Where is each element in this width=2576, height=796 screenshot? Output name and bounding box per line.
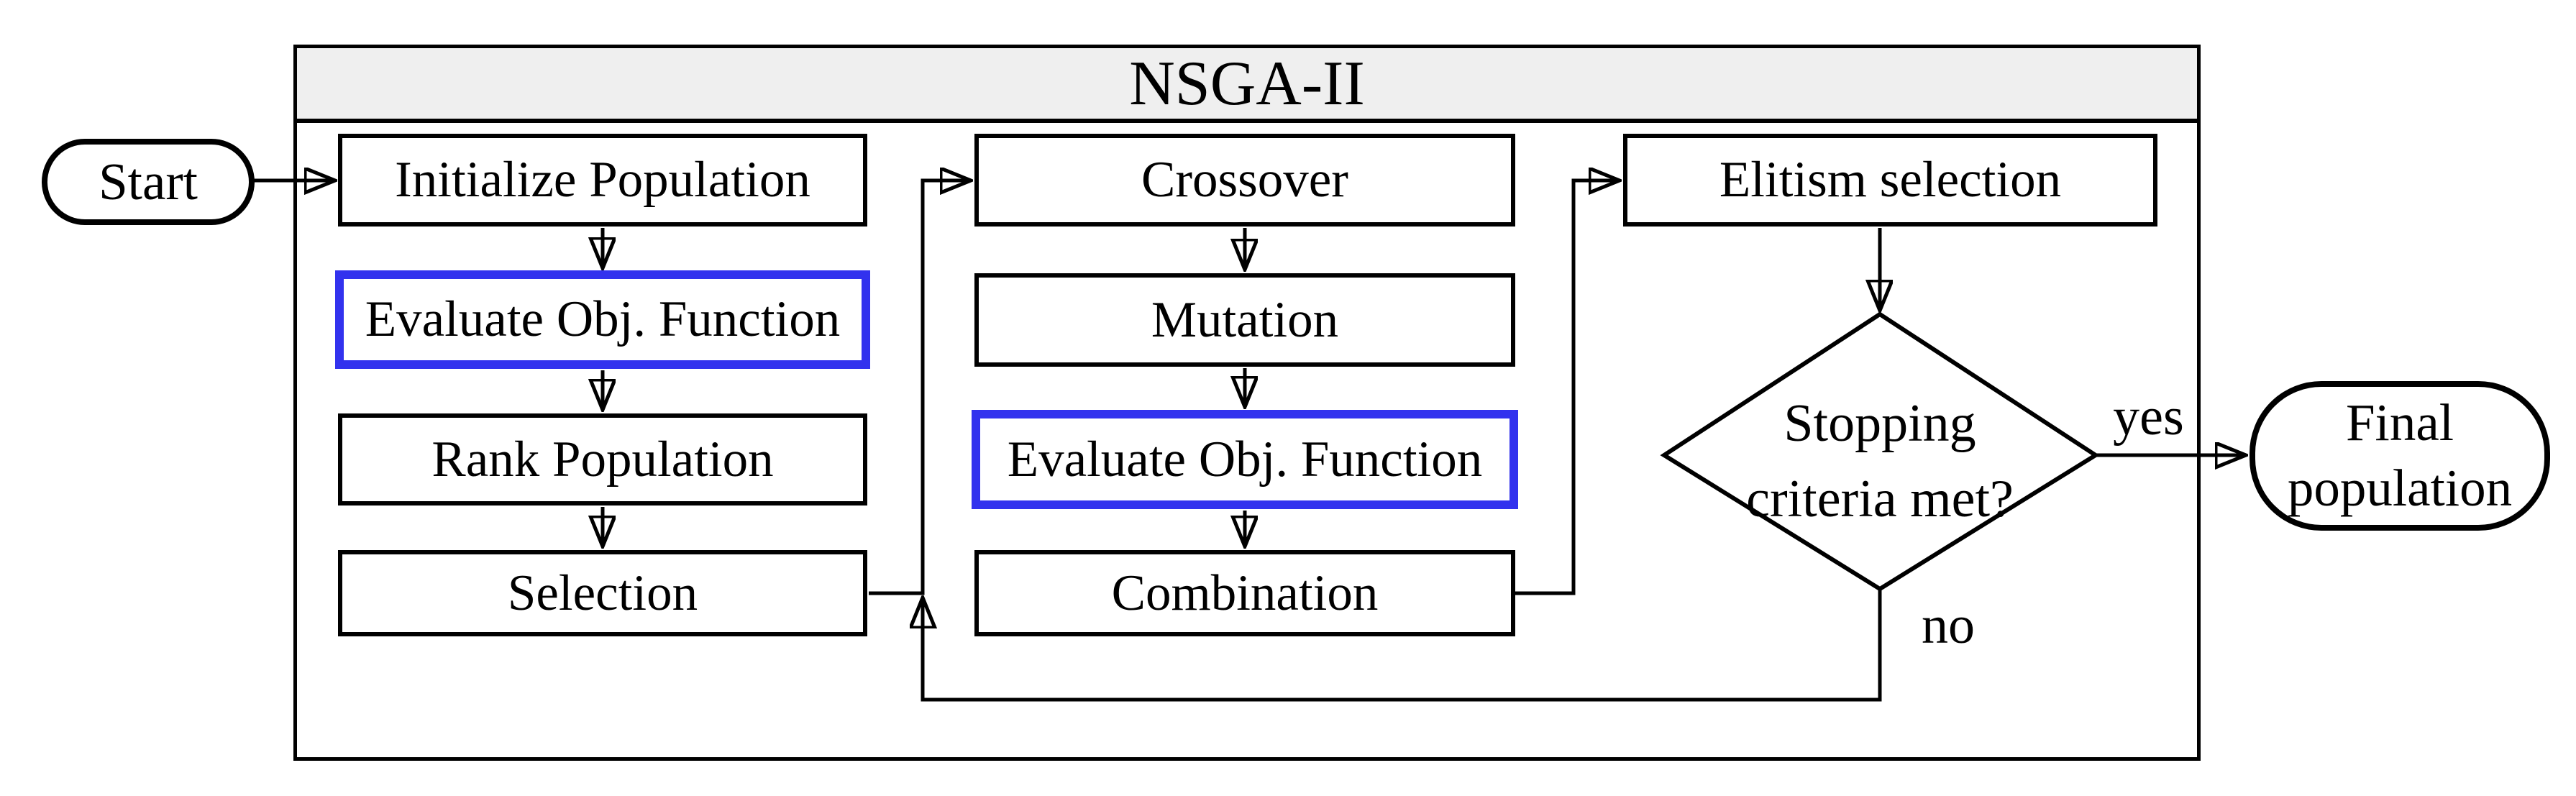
- decision-label-line2: criteria met?: [1746, 470, 2014, 529]
- node-combination: Combination: [974, 550, 1515, 636]
- final-label-line1: Final: [2345, 393, 2454, 452]
- node-evaluate-obj-function-1: Evaluate Obj. Function: [335, 270, 870, 369]
- node-mutation-label: Mutation: [1151, 291, 1339, 348]
- final-population-terminal: Final population: [2250, 381, 2550, 531]
- decision-label-line1: Stopping: [1783, 394, 1976, 453]
- decision-diamond-shape: [1660, 311, 2100, 592]
- node-selection-label: Selection: [507, 564, 698, 621]
- node-rank-population-label: Rank Population: [431, 431, 774, 488]
- label-yes: yes: [2113, 387, 2184, 447]
- node-evaluate-obj-function-1-label: Evaluate Obj. Function: [365, 291, 841, 347]
- node-elitism-selection: Elitism selection: [1623, 134, 2157, 227]
- nsga2-title-bar: NSGA-II: [297, 48, 2197, 123]
- decision-stopping-criteria-label: Stopping criteria met?: [1700, 386, 2060, 537]
- node-evaluate-obj-function-2: Evaluate Obj. Function: [972, 410, 1518, 509]
- node-initialize-population: Initialize Population: [338, 134, 867, 227]
- node-crossover-label: Crossover: [1141, 152, 1348, 208]
- final-label-line2: population: [2287, 459, 2513, 517]
- label-no: no: [1922, 595, 1975, 655]
- node-crossover: Crossover: [974, 134, 1515, 227]
- node-evaluate-obj-function-2-label: Evaluate Obj. Function: [1007, 431, 1483, 488]
- node-combination-label: Combination: [1111, 564, 1379, 621]
- start-terminal: Start: [42, 139, 255, 225]
- arrow-no-loopback: [923, 589, 1882, 702]
- arrow-combination-to-elitism: [1515, 180, 1620, 595]
- node-rank-population: Rank Population: [338, 413, 867, 505]
- node-elitism-selection-label: Elitism selection: [1719, 152, 2062, 208]
- node-mutation: Mutation: [974, 273, 1515, 367]
- start-label: Start: [99, 152, 198, 211]
- arrow-selection-to-crossover: [869, 180, 971, 595]
- flowchart-title: NSGA-II: [1129, 48, 1365, 119]
- node-selection: Selection: [338, 550, 867, 636]
- node-initialize-population-label: Initialize Population: [395, 152, 810, 208]
